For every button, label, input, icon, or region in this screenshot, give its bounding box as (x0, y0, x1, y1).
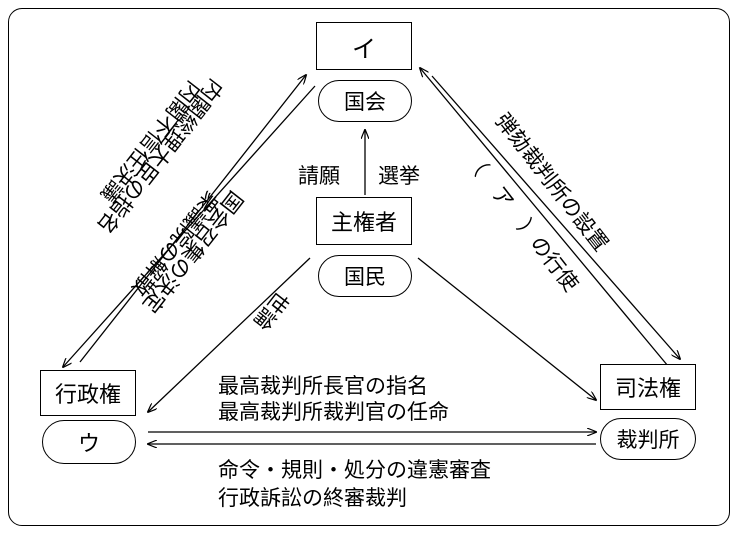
court-to-cabinet-label-1: 命令・規則・処分の違憲審査 (218, 458, 491, 482)
sovereign-text: 主権者 (330, 211, 397, 236)
cabinet-to-court-label-2: 最高裁判所裁判官の任命 (218, 400, 449, 424)
arrow-sovereign-to-court (417, 257, 596, 400)
people-pill: 国民 (318, 255, 412, 297)
sovereign-box: 主権者 (316, 197, 412, 245)
arrow-cabinet-to-diet (79, 75, 306, 363)
arrow-diet-to-cabinet (63, 85, 316, 367)
diet-pill-text: 国会 (344, 90, 386, 114)
judicial-text: 司法権 (614, 377, 681, 402)
court-text: 裁判所 (616, 428, 680, 452)
diet-label-box: イ (316, 22, 412, 70)
arrow-diet-to-court (431, 75, 680, 359)
cabinet-pill: ウ (42, 420, 136, 464)
judicial-box: 司法権 (600, 364, 696, 410)
arrow-opinion-to-cabinet (148, 257, 311, 412)
court-to-cabinet-label-2: 行政訴訟の終審裁判 (218, 486, 407, 510)
cabinet-text: ウ (77, 432, 100, 457)
diet-label-text: イ (352, 34, 376, 63)
executive-box: 行政権 (40, 370, 136, 416)
diet-pill: 国会 (318, 80, 412, 122)
people-text: 国民 (344, 265, 386, 289)
cabinet-to-court-label-1: 最高裁判所長官の指名 (218, 374, 428, 398)
court-pill: 裁判所 (600, 418, 696, 460)
election-label: 選挙 (378, 164, 420, 188)
diagram-frame (8, 8, 730, 526)
arrow-court-to-diet (420, 68, 669, 367)
executive-text: 行政権 (54, 383, 121, 408)
petition-label: 請願 (298, 164, 340, 188)
